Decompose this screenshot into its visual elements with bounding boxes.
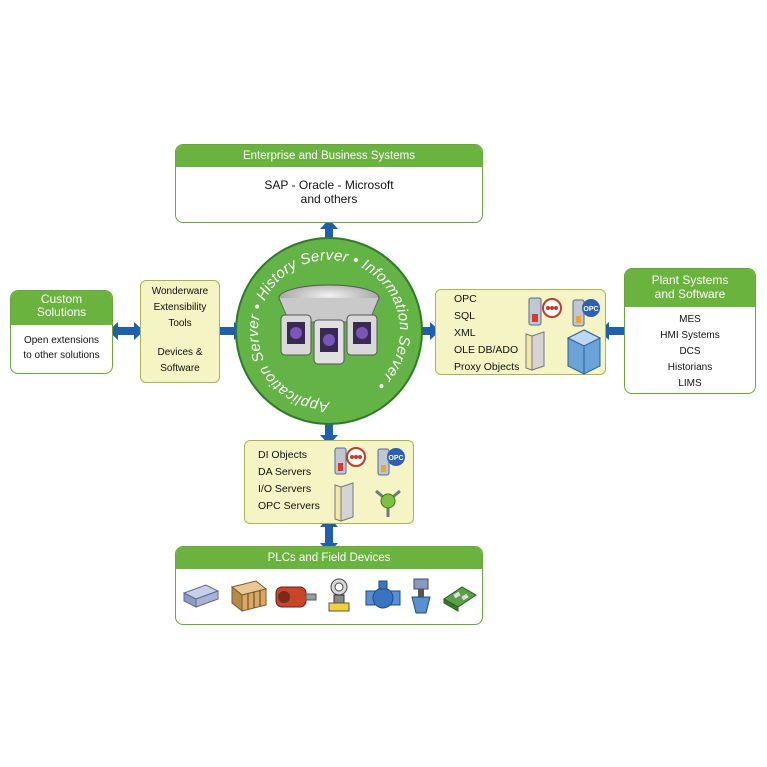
svg-text:OPC: OPC — [583, 306, 598, 313]
protocol-item: OPC — [454, 293, 477, 305]
opc-server-icon: OPC — [572, 299, 600, 327]
server-tower-icon — [334, 482, 354, 522]
io-rack-icon — [230, 580, 268, 613]
io-item: I/O Servers — [258, 483, 312, 495]
network-hub-icon — [375, 489, 401, 517]
actuator-icon — [411, 578, 431, 614]
arrow-custom-tools — [108, 322, 144, 340]
plant-item: HMI Systems — [660, 330, 720, 341]
server-tower-icon — [525, 331, 545, 371]
database-link-icon — [334, 447, 366, 475]
enterprise-line2: and others — [300, 192, 358, 206]
ext-line4: Devices & — [157, 347, 203, 358]
enterprise-title: Enterprise and Business Systems — [176, 145, 482, 167]
custom-title-line2: Solutions — [36, 305, 87, 319]
protocol-item: XML — [454, 327, 476, 339]
plant-systems-box: Plant Systems and Software MES HMI Syste… — [624, 268, 756, 394]
custom-line2: to other solutions — [23, 350, 100, 361]
extensibility-tools-box: Wonderware Extensibility Tools Devices &… — [140, 280, 220, 383]
protocol-item: Proxy Objects — [454, 361, 520, 373]
enterprise-box: Enterprise and Business Systems SAP - Or… — [175, 144, 483, 223]
ext-line3: Tools — [168, 318, 192, 329]
plant-title-line2: and Software — [654, 287, 726, 301]
circuit-board-icon — [443, 586, 477, 612]
custom-solutions-box: Custom Solutions Open extensions to othe… — [10, 290, 113, 374]
motor-icon — [275, 586, 317, 608]
io-item: OPC Servers — [258, 500, 320, 512]
database-link-icon — [528, 297, 562, 326]
protocol-item: OLE DB/ADO — [454, 344, 519, 356]
enterprise-line1: SAP - Oracle - Microsoft — [264, 178, 394, 192]
ext-line2: Extensibility — [153, 302, 207, 313]
plant-title-line1: Plant Systems — [651, 273, 729, 287]
building-icon — [566, 329, 602, 375]
io-item: DI Objects — [258, 449, 308, 461]
protocols-box: OPC SQL XML OLE DB/ADO Proxy Objects OPC — [435, 289, 606, 375]
plcs-box: PLCs and Field Devices — [175, 546, 483, 625]
plant-item: MES — [679, 314, 701, 325]
ext-line1: Wonderware — [151, 286, 209, 297]
opc-server-icon: OPC — [377, 448, 405, 476]
ext-line5: Software — [160, 363, 200, 374]
arrow-enterprise-center — [320, 219, 338, 255]
pressure-transmitter-icon — [328, 578, 350, 612]
protocol-item: SQL — [454, 310, 476, 322]
plant-item: Historians — [667, 362, 713, 373]
io-servers-box: DI Objects DA Servers I/O Servers OPC Se… — [244, 440, 414, 524]
plc-module-icon — [182, 584, 220, 608]
custom-line1: Open extensions — [23, 335, 100, 346]
io-item: DA Servers — [258, 466, 312, 478]
plant-item: LIMS — [678, 378, 702, 389]
custom-title-line1: Custom — [40, 292, 83, 306]
io-opc-badge: OPC — [388, 455, 403, 462]
valve-icon — [365, 580, 401, 609]
plcs-title: PLCs and Field Devices — [176, 547, 482, 569]
plant-item: DCS — [679, 346, 701, 357]
